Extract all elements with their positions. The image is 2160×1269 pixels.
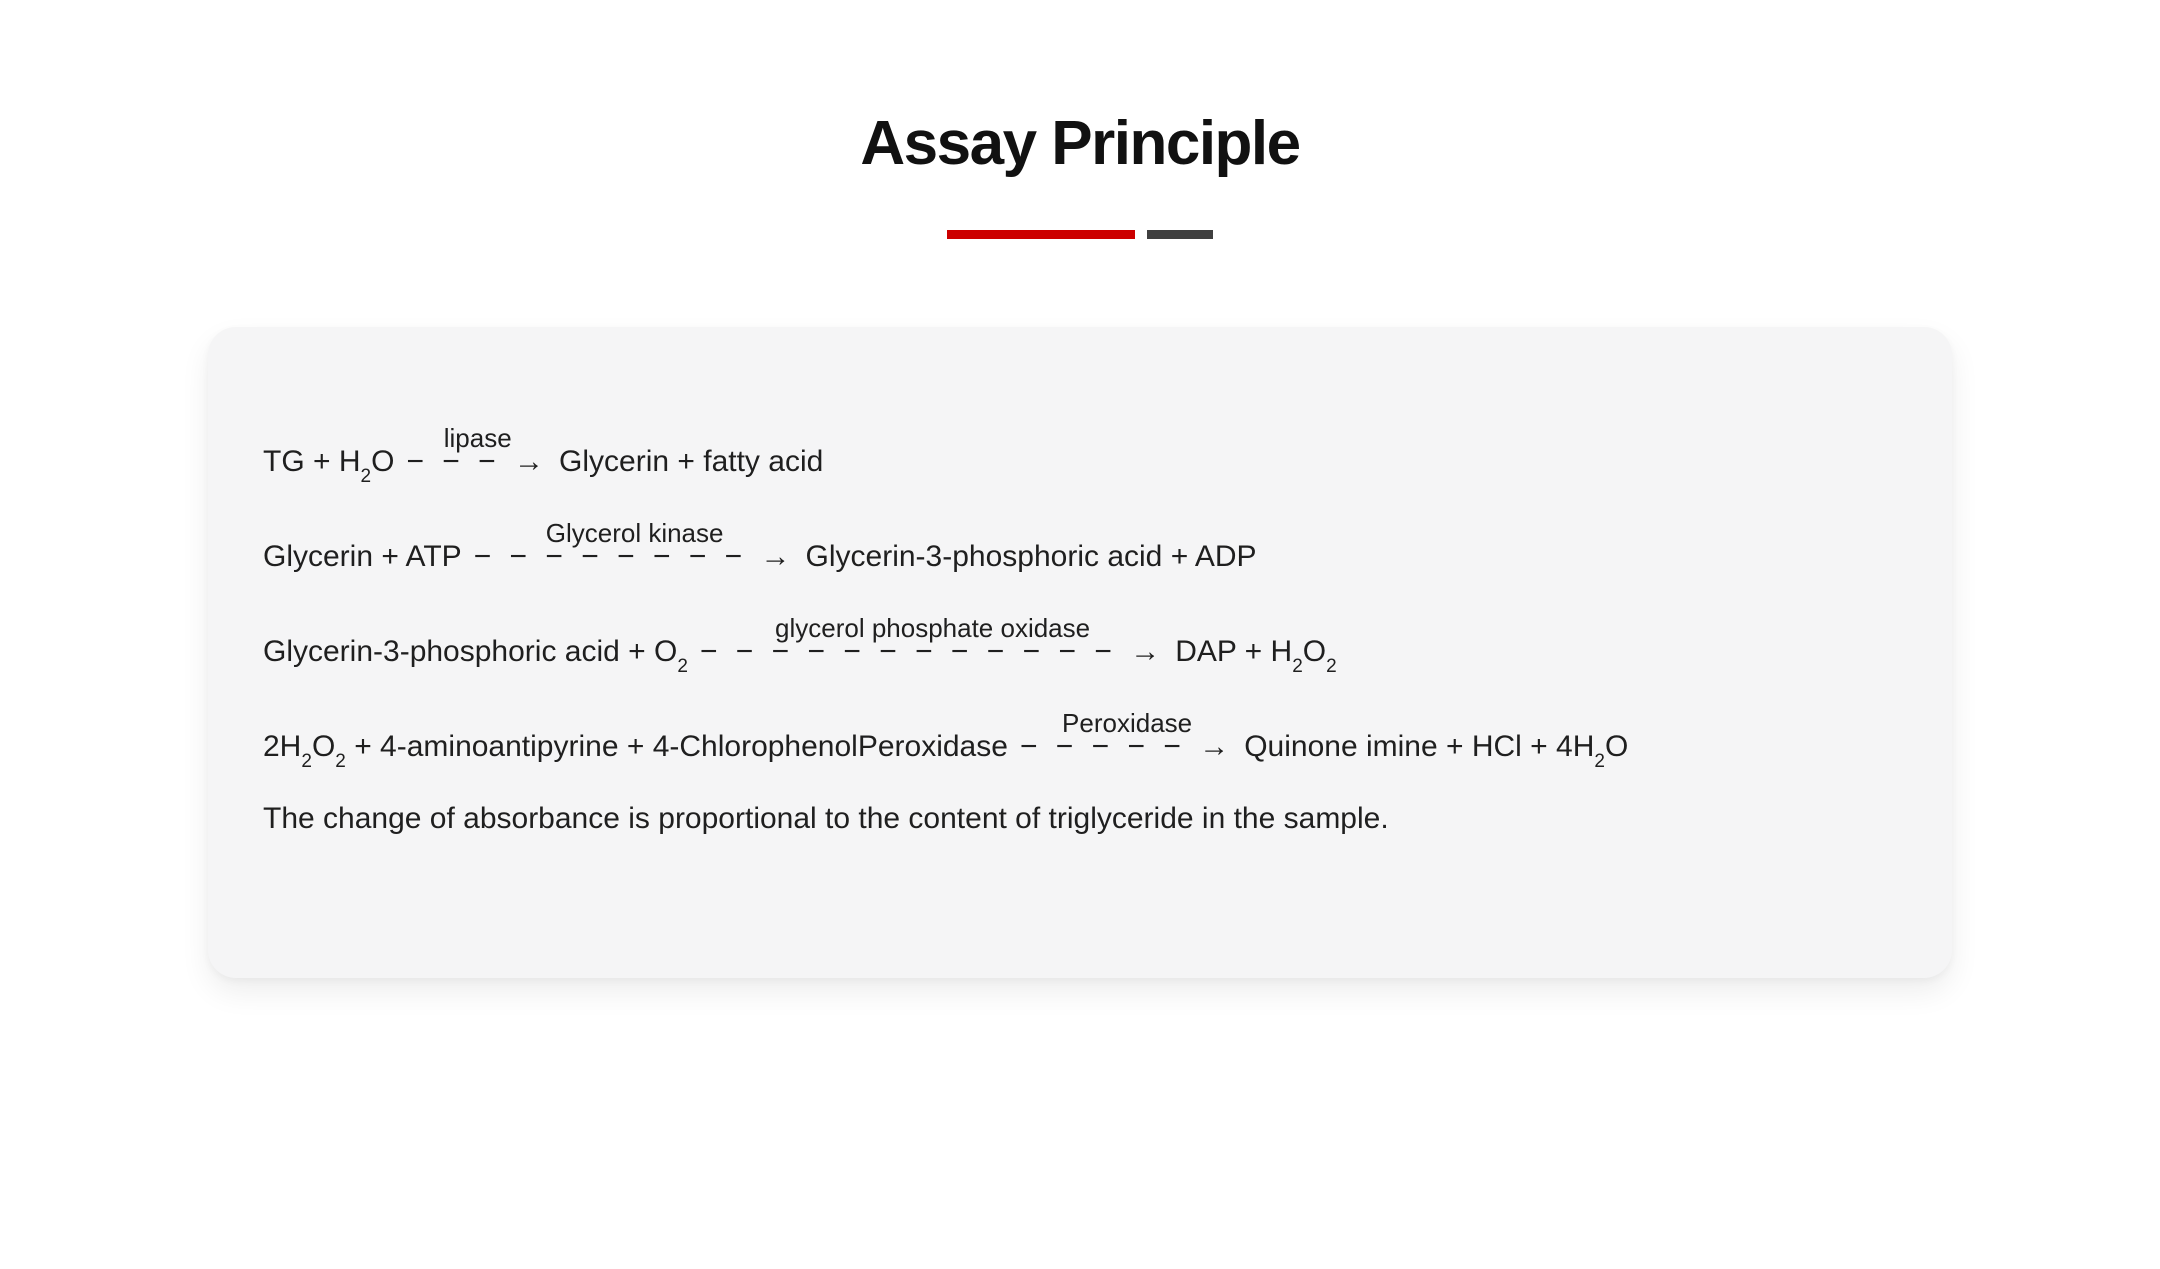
subscript: 2 <box>301 751 312 772</box>
equation-reactants: Glycerin + ATP <box>263 540 462 573</box>
equation-reactants: Glycerin-3-phosphoric acid + O2 <box>263 635 688 677</box>
page-title: Assay Principle <box>860 109 1301 178</box>
divider-accent-bar <box>947 230 1135 239</box>
equation-row: TG + H2O lipase− − − → Glycerin + fatty ac… <box>263 411 1897 487</box>
subscript: 2 <box>1326 656 1337 677</box>
assay-principle-card: TG + H2O lipase− − − → Glycerin + fatty ac… <box>208 327 1952 978</box>
reaction-arrow: glycerol phosphate oxidase− − − − − − − … <box>699 613 1166 673</box>
equation-products: Quinone imine + HCl + 4H2O <box>1244 730 1629 772</box>
equation-reactants: TG + H2O <box>263 445 395 487</box>
subscript: 2 <box>677 656 688 677</box>
equation-products: Glycerin-3-phosphoric acid + ADP <box>805 540 1257 573</box>
equation-list: TG + H2O lipase− − − → Glycerin + fatty ac… <box>263 411 1897 772</box>
divider-secondary-bar <box>1147 230 1213 239</box>
equation-row: Glycerin-3-phosphoric acid + O2 glycerol … <box>263 601 1897 677</box>
dashed-arrow: − − − → <box>406 445 550 478</box>
equation-row: Glycerin + ATP Glycerol kinase− − − − − −… <box>263 506 1897 578</box>
equation-row: 2H2O2 + 4-aminoantipyrine + 4-Chlorophen… <box>263 696 1897 772</box>
enzyme-label: Glycerol kinase <box>545 518 724 548</box>
dashed-arrow: − − − − − − − − → <box>473 540 796 573</box>
enzyme-label: lipase <box>443 423 512 453</box>
reaction-arrow: Glycerol kinase− − − − − − − − → <box>473 518 796 578</box>
equation-products: DAP + H2O2 <box>1175 635 1337 677</box>
reaction-arrow: lipase− − − → <box>406 423 550 483</box>
enzyme-label: glycerol phosphate oxidase <box>775 613 1091 643</box>
title-divider <box>947 230 1213 239</box>
dashed-arrow: − − − − − − − − − − − − → <box>699 635 1166 668</box>
dashed-arrow: − − − − − → <box>1019 730 1235 763</box>
equation-reactants: 2H2O2 + 4-aminoantipyrine + 4-Chlorophen… <box>263 730 1008 772</box>
absorbance-note: The change of absorbance is proportional… <box>263 802 1389 835</box>
subscript: 2 <box>1292 656 1303 677</box>
subscript: 2 <box>335 751 346 772</box>
equation-products: Glycerin + fatty acid <box>559 445 824 478</box>
enzyme-label: Peroxidase <box>1062 708 1193 738</box>
reaction-arrow: Peroxidase− − − − − → <box>1019 708 1235 768</box>
subscript: 2 <box>360 466 372 487</box>
subscript: 2 <box>1594 751 1605 772</box>
